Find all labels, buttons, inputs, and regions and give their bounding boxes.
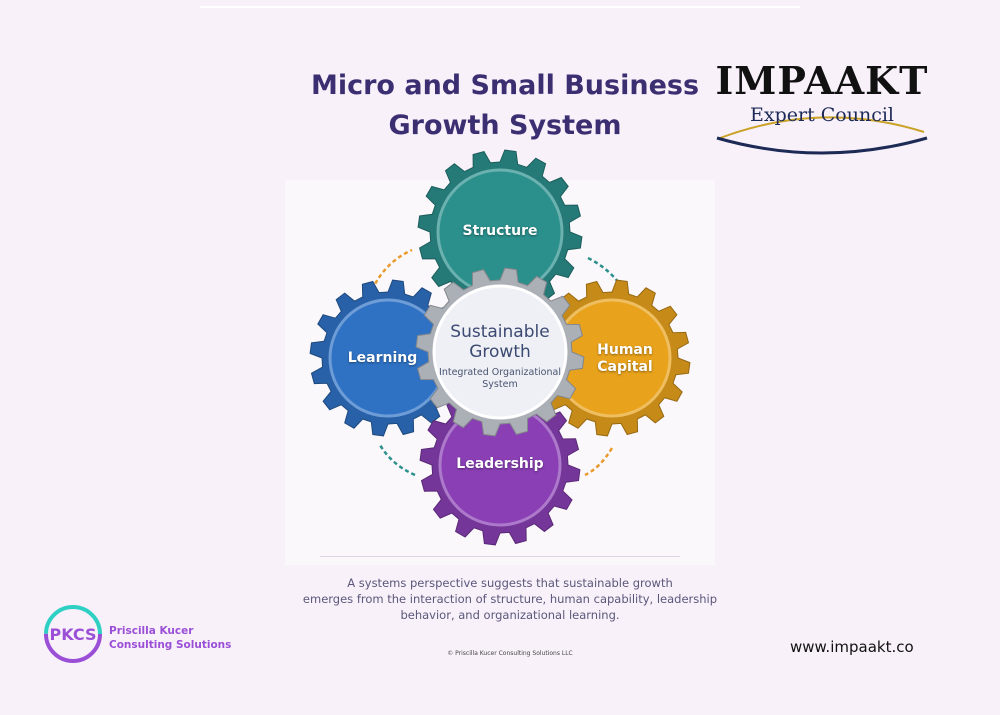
gear-label-structure: Structure (462, 223, 538, 239)
impaakt-logo: IMPAAKT Expert Council (712, 58, 932, 158)
title-line-2: Growth System (388, 110, 622, 141)
pkcs-logo-text: PKCS (50, 625, 97, 644)
title-line-1: Micro and Small Business (310, 70, 700, 101)
center-title-line-2: Growth (469, 342, 531, 362)
center-face (432, 284, 568, 420)
pkcs-logo: PKCS (44, 605, 102, 663)
diagram-divider (320, 556, 680, 557)
gear-label-leadership: Leadership (456, 456, 544, 472)
company-name: Priscilla Kucer Consulting Solutions (109, 624, 231, 652)
company-name-line-2: Consulting Solutions (109, 639, 232, 651)
description-line-1: A systems perspective suggests that sust… (347, 576, 673, 590)
center-subtitle: Integrated Organizational System (435, 367, 565, 391)
page-title: Micro and Small Business Growth System (300, 66, 710, 146)
copyright: © Priscilla Kucer Consulting Solutions L… (447, 650, 573, 657)
description: A systems perspective suggests that sust… (300, 575, 720, 623)
center-sub-line-1: Integrated Organizational (439, 367, 561, 378)
website-link[interactable]: www.impaakt.co (790, 638, 914, 656)
gear-label-learning: Learning (347, 350, 418, 366)
center-sub-line-2: System (482, 379, 518, 390)
arrow-learning-to-structure (370, 248, 413, 291)
arrow-human-to-leadership (584, 447, 614, 477)
gear-structure (417, 149, 583, 315)
top-divider (200, 6, 800, 8)
description-line-3: behavior, and organizational learning. (400, 608, 620, 622)
brand-swoosh (716, 116, 928, 155)
description-line-2: emerges from the interaction of structur… (302, 592, 718, 606)
gear-label-human-capital: Human Capital (597, 342, 653, 375)
center-title: Sustainable Growth (435, 322, 565, 362)
company-name-line-1: Priscilla Kucer (109, 625, 194, 637)
center-title-line-1: Sustainable (450, 322, 550, 342)
brand-name: IMPAAKT (715, 58, 929, 103)
arrow-leadership-to-learning (378, 444, 416, 477)
gear-human-capital (533, 279, 691, 437)
brand-subtitle: Expert Council (750, 104, 894, 126)
